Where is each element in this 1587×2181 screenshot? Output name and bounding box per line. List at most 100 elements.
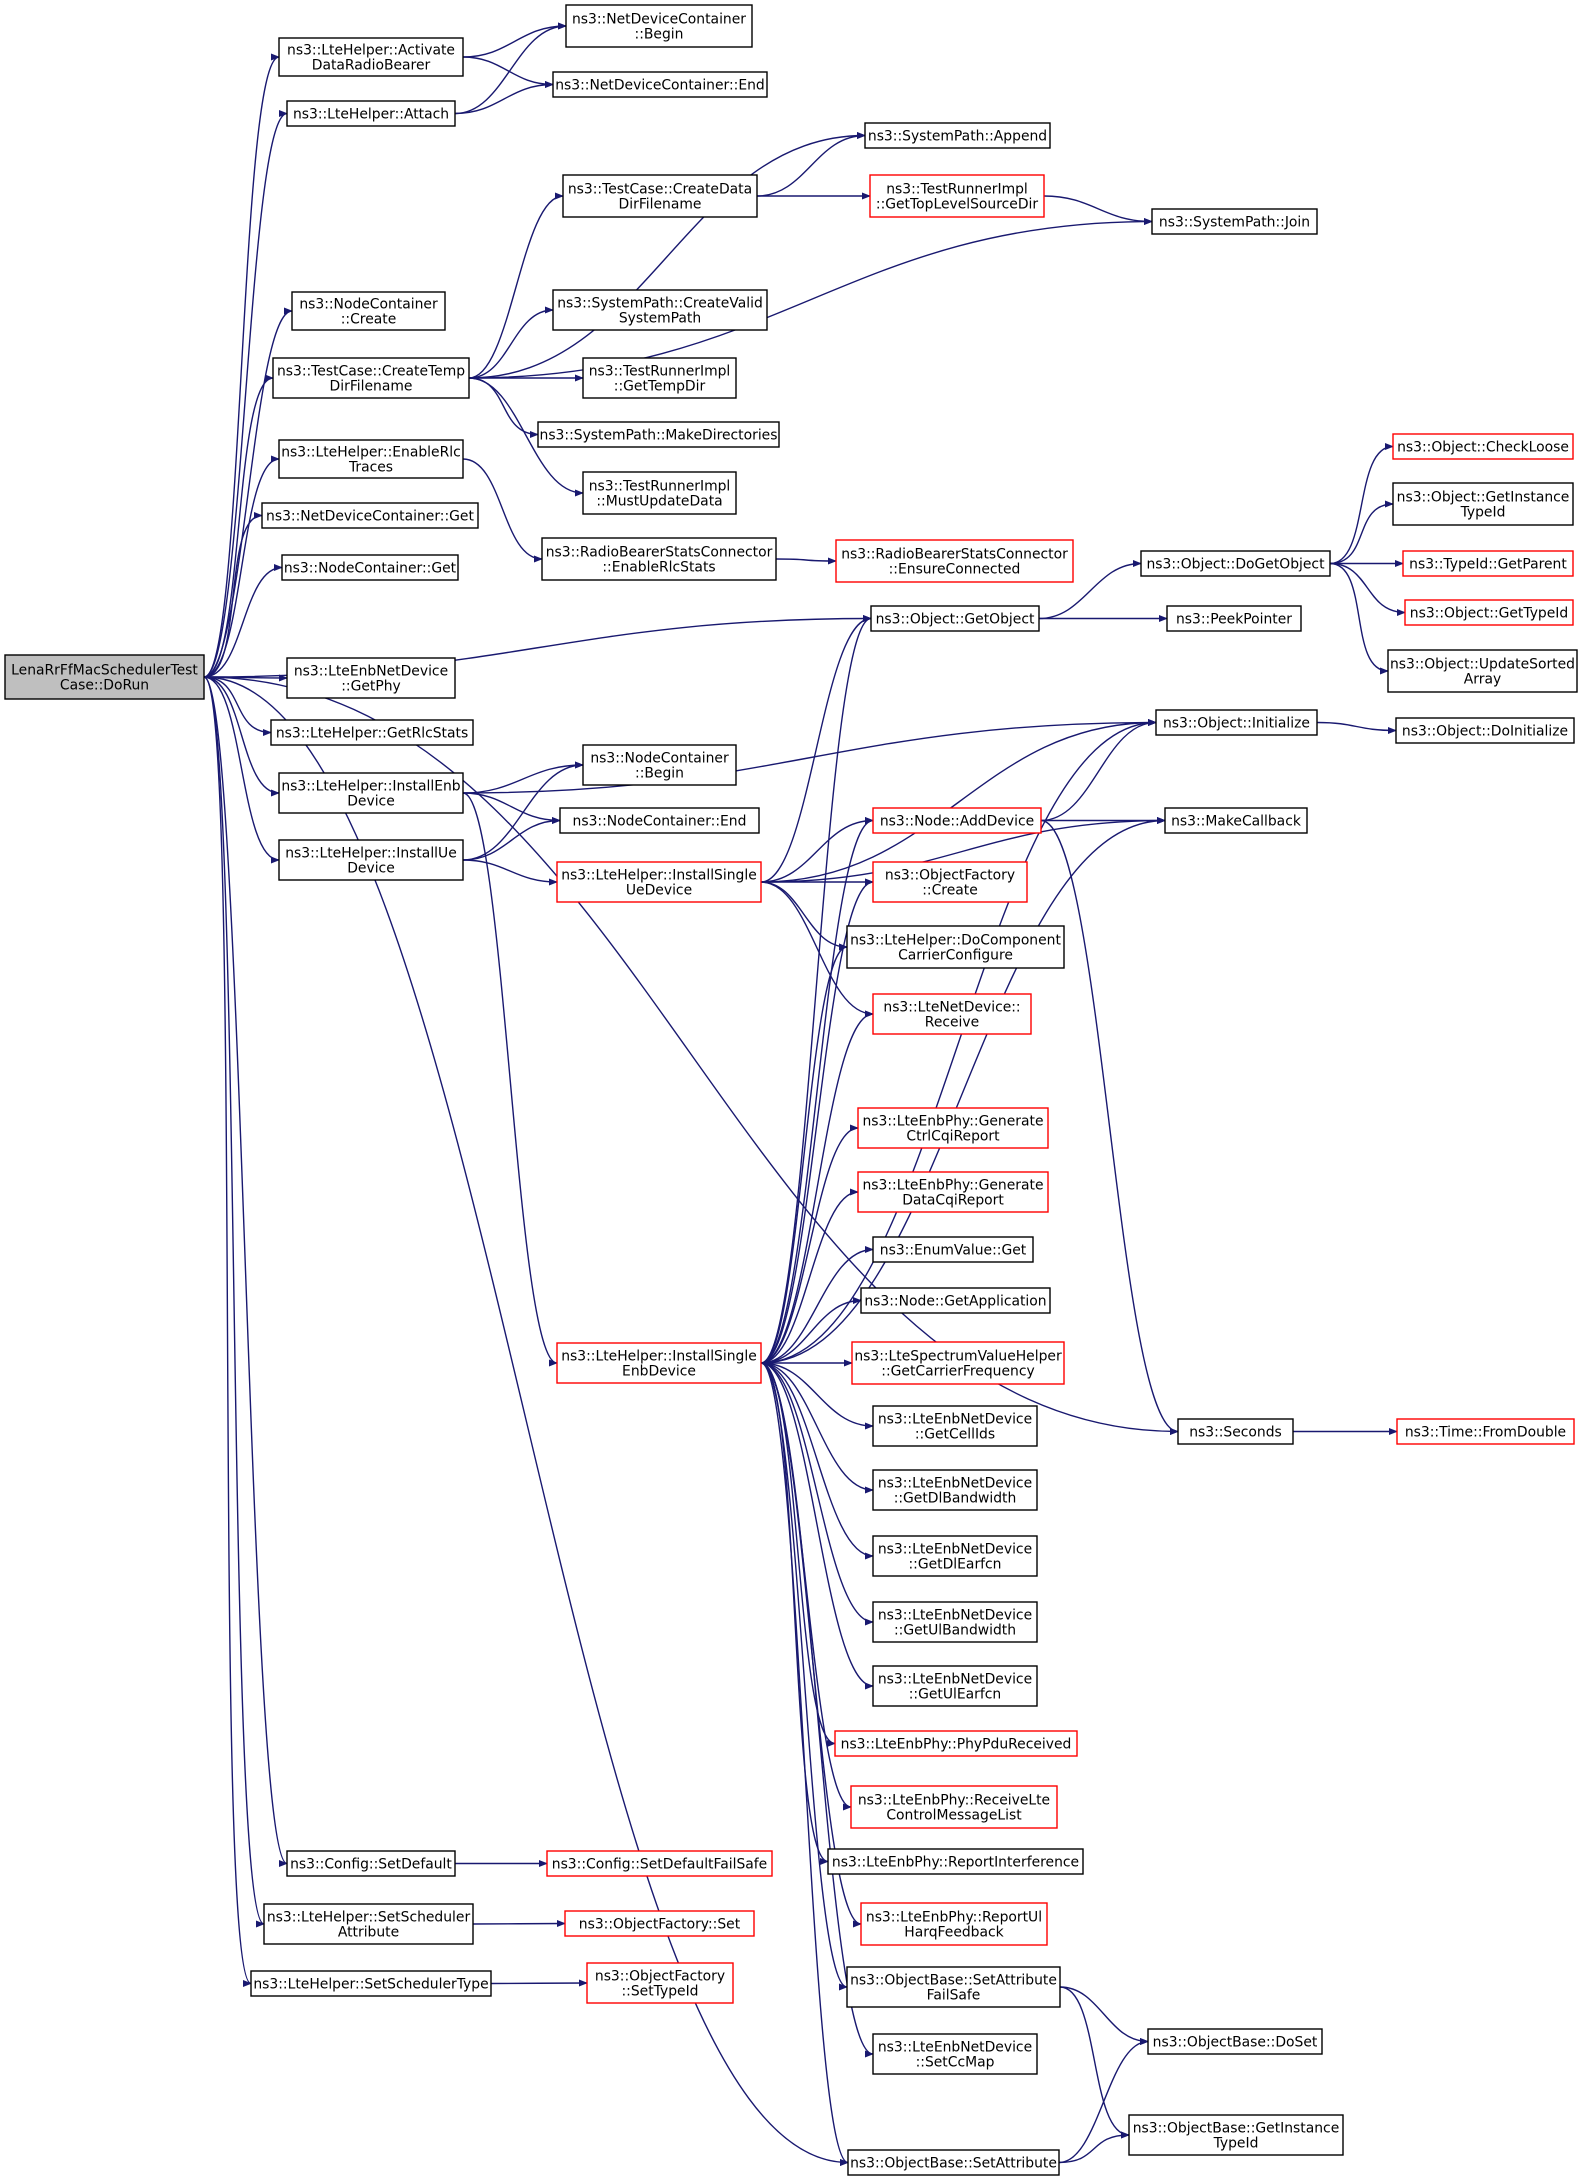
node-reportinterf[interactable]: ns3::LteEnbPhy::ReportInterference (827, 1848, 1084, 1875)
node-label-line: ns3::Object::UpdateSorted (1390, 657, 1575, 673)
node-setschedtype[interactable]: ns3::LteHelper::SetSchedulerType (250, 1970, 492, 1997)
node-getobject[interactable]: ns3::Object::GetObject (870, 605, 1040, 632)
node-makecallback[interactable]: ns3::MakeCallback (1164, 807, 1308, 834)
node-checkloose[interactable]: ns3::Object::CheckLoose (1392, 433, 1574, 460)
node-box (872, 2033, 1038, 2075)
node-docomponent[interactable]: ns3::LteHelper::DoComponentCarrierConfig… (846, 925, 1065, 969)
node-doinit[interactable]: ns3::Object::DoInitialize (1395, 717, 1575, 744)
node-objbasedoset[interactable]: ns3::ObjectBase::DoSet (1147, 2028, 1323, 2055)
node-label-line: ns3::TestCase::CreateData (568, 182, 752, 198)
edge-root-to-objbasesetattr (203, 676, 849, 2167)
node-box (278, 37, 464, 77)
node-label-line: ns3::LteEnbPhy::Generate (863, 1178, 1044, 1194)
node-typeidgetparent[interactable]: ns3::TypeId::GetParent (1402, 550, 1574, 577)
node-label-line: ns3::LteHelper::GetRlcStats (276, 726, 468, 742)
node-phypdu[interactable]: ns3::LteEnbPhy::PhyPduReceived (834, 1730, 1078, 1757)
node-enbgetphy[interactable]: ns3::LteEnbNetDevice::GetPhy (286, 657, 456, 699)
node-spappend[interactable]: ns3::SystemPath::Append (864, 122, 1051, 149)
node-ndcbegin[interactable]: ns3::NetDeviceContainer::Begin (565, 4, 753, 48)
node-label-line: DataRadioBearer (312, 58, 431, 74)
node-getcellids[interactable]: ns3::LteEnbNetDevice::GetCellIds (872, 1405, 1038, 1447)
node-ofset[interactable]: ns3::ObjectFactory::Set (564, 1910, 755, 1937)
node-label-line: ns3::LteHelper::InstallUe (285, 846, 457, 862)
node-label-line: ::Create (341, 312, 397, 328)
node-gettoplevel[interactable]: ns3::TestRunnerImpl::GetTopLevelSourceDi… (869, 174, 1045, 218)
node-getdlbw[interactable]: ns3::LteEnbNetDevice::GetDlBandwidth (872, 1469, 1038, 1511)
node-getrlcstats[interactable]: ns3::LteHelper::GetRlcStats (270, 719, 474, 746)
node-box (847, 2149, 1060, 2176)
node-rbscensure[interactable]: ns3::RadioBearerStatsConnector::EnsureCo… (835, 539, 1074, 583)
node-ncend[interactable]: ns3::NodeContainer::End (559, 807, 760, 834)
node-ofsettypeid[interactable]: ns3::ObjectFactory::SetTypeId (586, 1962, 734, 2004)
node-configsetdefaultfs[interactable]: ns3::Config::SetDefaultFailSafe (546, 1850, 773, 1877)
node-rbscenable[interactable]: ns3::RadioBearerStatsConnector::EnableRl… (541, 537, 777, 581)
node-box (872, 993, 1032, 1035)
node-label-line: ::Begin (635, 27, 684, 43)
node-nodegetapp[interactable]: ns3::Node::GetApplication (860, 1287, 1051, 1314)
node-enumget[interactable]: ns3::EnumValue::Get (872, 1236, 1034, 1263)
node-box (1177, 1418, 1294, 1445)
node-label-line: ns3::LteEnbNetDevice (294, 664, 448, 680)
node-nodeadddevice[interactable]: ns3::Node::AddDevice (872, 807, 1042, 834)
edge-installsingleenb-to-nodeadddevice (760, 816, 874, 1364)
node-attach[interactable]: ns3::LteHelper::Attach (286, 100, 456, 127)
node-gettempdir[interactable]: ns3::TestRunnerImpl::GetTempDir (582, 357, 737, 399)
node-label-line: ns3::LteHelper::Attach (293, 107, 449, 123)
node-objinit[interactable]: ns3::Object::Initialize (1155, 709, 1318, 736)
node-box (1155, 709, 1318, 736)
node-makedirs[interactable]: ns3::SystemPath::MakeDirectories (537, 421, 780, 448)
node-label-line: ns3::LteEnbNetDevice (878, 1542, 1032, 1558)
node-dogetobject[interactable]: ns3::Object::DoGetObject (1140, 550, 1331, 577)
node-configsetdefault[interactable]: ns3::Config::SetDefault (286, 1850, 456, 1877)
node-label-line: ::GetDlBandwidth (894, 1491, 1017, 1507)
node-getulbw[interactable]: ns3::LteEnbNetDevice::GetUlBandwidth (872, 1601, 1038, 1643)
node-label-line: ns3::LteSpectrumValueHelper (854, 1349, 1062, 1365)
node-ltendreceive[interactable]: ns3::LteNetDevice::Receive (872, 993, 1032, 1035)
node-seconds[interactable]: ns3::Seconds (1177, 1418, 1294, 1445)
node-ofcreate[interactable]: ns3::ObjectFactory::Create (872, 861, 1028, 903)
node-getcarrierfreq[interactable]: ns3::LteSpectrumValueHelper::GetCarrierF… (851, 1341, 1065, 1385)
node-nccreate[interactable]: ns3::NodeContainer::Create (291, 291, 446, 331)
node-objgettypeid[interactable]: ns3::Object::GetTypeId (1404, 599, 1574, 626)
node-label-line: ::GetCarrierFrequency (881, 1364, 1034, 1380)
node-getulearfcn[interactable]: ns3::LteEnbNetDevice::GetUlEarfcn (872, 1665, 1038, 1707)
node-ndcget[interactable]: ns3::NetDeviceContainer::Get (261, 502, 479, 529)
node-peekpointer[interactable]: ns3::PeekPointer (1166, 605, 1302, 632)
node-fromdouble[interactable]: ns3::Time::FromDouble (1396, 1418, 1575, 1445)
node-receivelte[interactable]: ns3::LteEnbPhy::ReceiveLteControlMessage… (850, 1785, 1058, 1829)
node-label-line: ns3::Object::CheckLoose (1397, 440, 1569, 456)
node-mustupdate[interactable]: ns3::TestRunnerImpl::MustUpdateData (582, 471, 737, 515)
node-spjoin[interactable]: ns3::SystemPath::Join (1151, 208, 1318, 235)
node-label-line: ns3::LteEnbPhy::ReportInterference (832, 1855, 1079, 1871)
node-label-line: ns3::ObjectFactory::Set (579, 1917, 741, 1933)
edge-dogetobject-to-updatesorted (1329, 562, 1389, 675)
node-ndcend[interactable]: ns3::NetDeviceContainer::End (552, 71, 768, 98)
node-box (556, 1342, 762, 1384)
node-ncget[interactable]: ns3::NodeContainer::Get (281, 554, 459, 581)
node-box (1402, 550, 1574, 577)
node-label-line: ns3::TestRunnerImpl (589, 479, 731, 495)
node-getdlearfcn[interactable]: ns3::LteEnbNetDevice::GetDlEarfcn (872, 1535, 1038, 1577)
node-setccmap[interactable]: ns3::LteEnbNetDevice::SetCcMap (872, 2033, 1038, 2075)
node-objbasesetattr[interactable]: ns3::ObjectBase::SetAttribute (847, 2149, 1060, 2176)
node-ncbegin[interactable]: ns3::NodeContainer::Begin (582, 744, 737, 786)
